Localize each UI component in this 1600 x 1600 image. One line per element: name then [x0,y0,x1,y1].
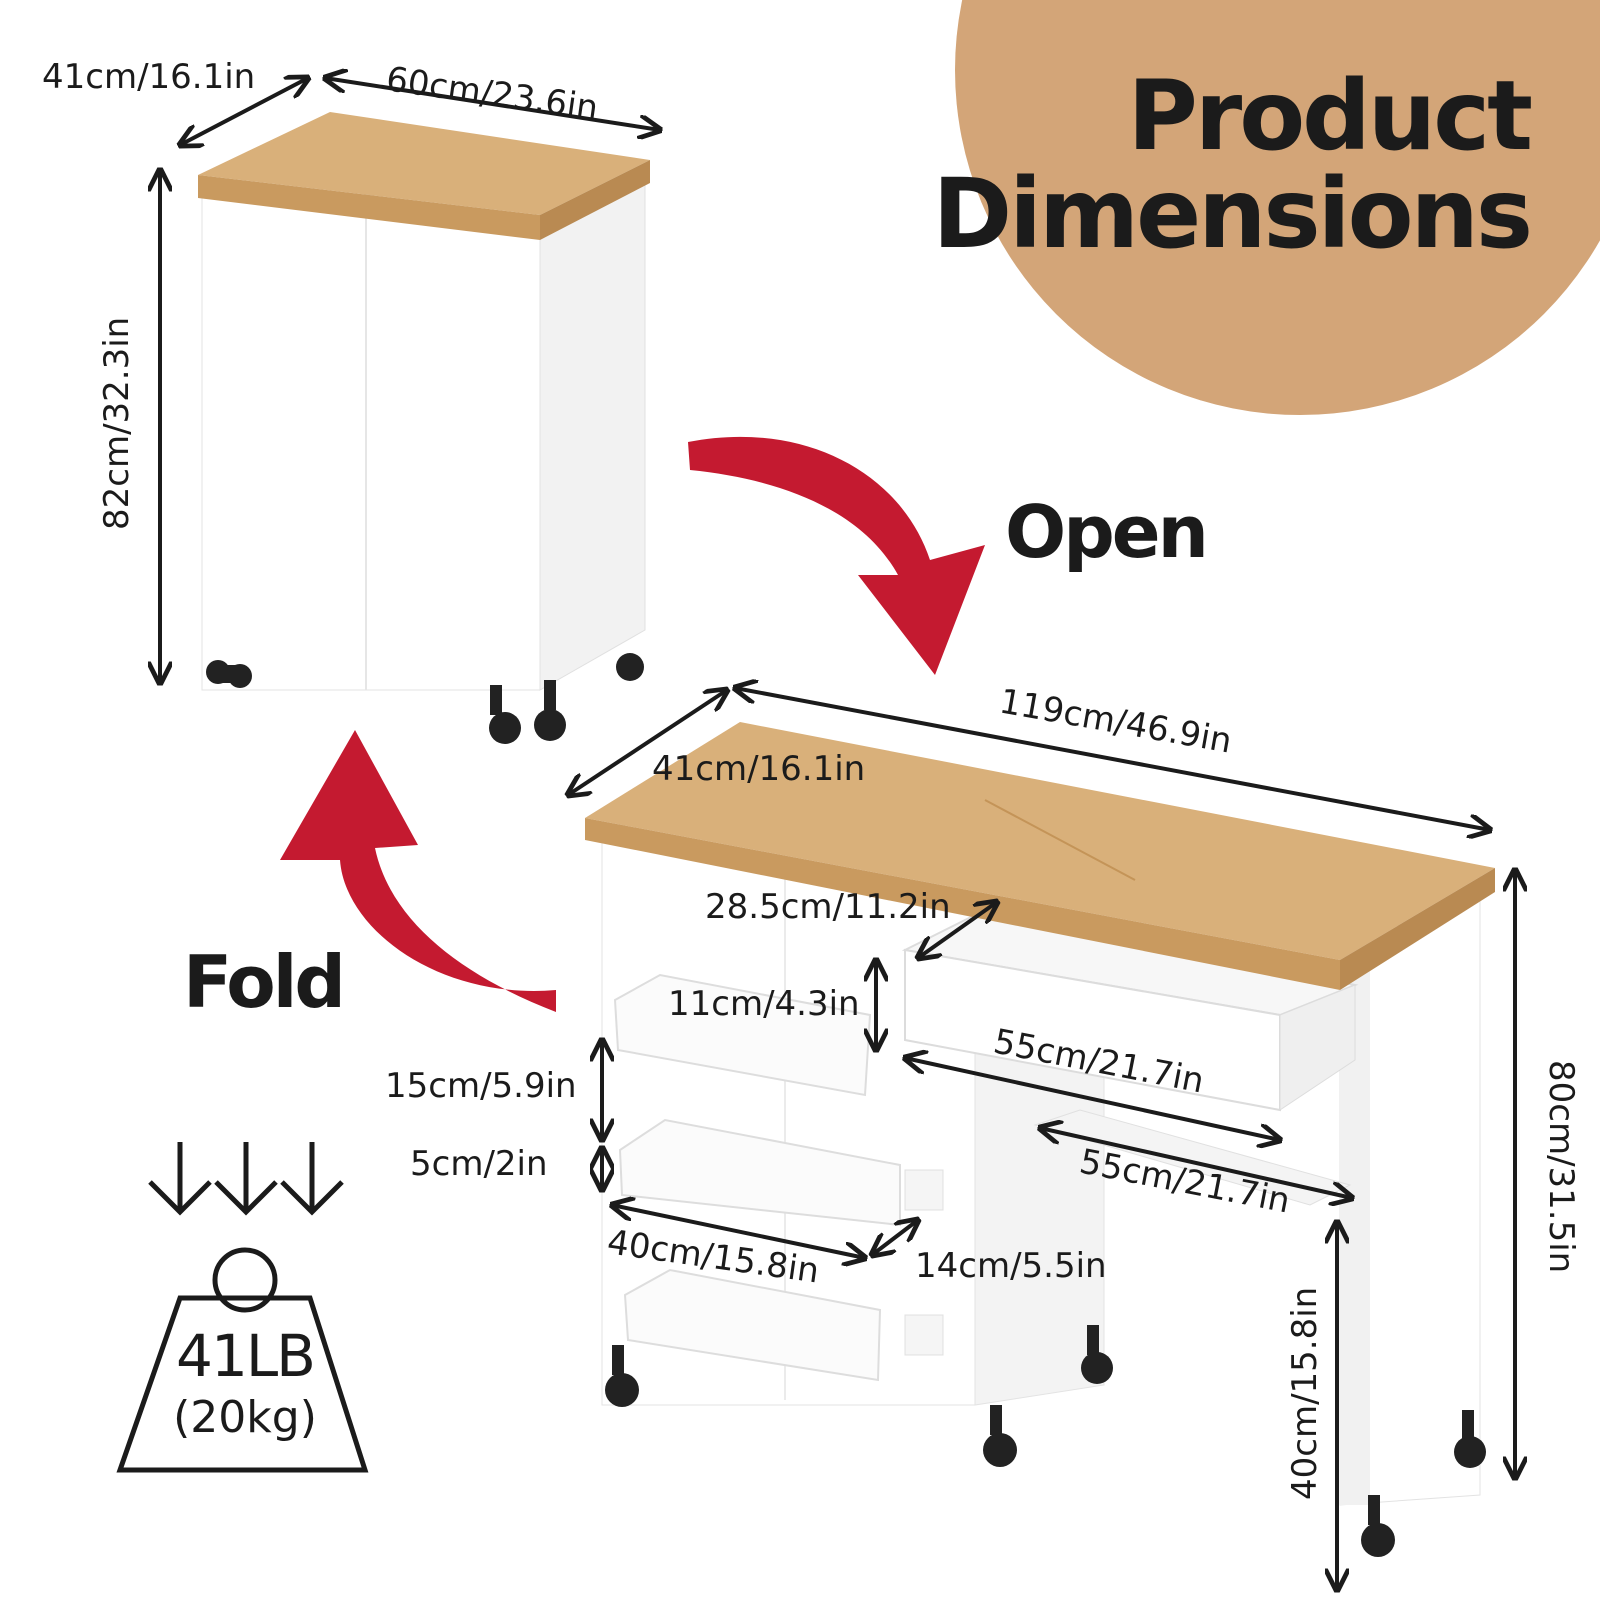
open-label: Open [1005,490,1209,574]
heading-line-1: Product [1127,60,1533,172]
shelf-depth-small-label: 14cm/5.5in [915,1246,1107,1286]
weight-icon [116,1142,369,1473]
shelf-depth-small-line [872,1220,918,1255]
drawer-depth-line [918,902,997,958]
shelf-width-small-line [612,1205,865,1258]
closed-width-label: 60cm/23.6in [384,59,601,128]
open-cabinet [585,722,1495,1557]
open-height-label: 80cm/31.5in [1541,1060,1581,1273]
closed-width-line [325,78,660,130]
open-length-line [735,688,1490,830]
closed-depth-label: 41cm/16.1in [42,57,255,97]
open-depth-line [568,690,727,795]
open-arrow [688,436,985,675]
closed-depth-line [180,78,308,145]
weight-lb: 41LB [176,1322,316,1390]
drawer-height-label: 11cm/4.3in [668,984,860,1024]
accent-circle [955,0,1600,415]
closed-cabinet [198,112,650,744]
heading-line-2: Dimensions [932,158,1533,270]
weight-kg: (20kg) [173,1392,317,1443]
shelf-height-label: 15cm/5.9in [385,1066,577,1106]
fold-label: Fold [183,940,346,1024]
open-length-label: 119cm/46.9in [996,681,1234,761]
open-depth-label: 41cm/16.1in [652,749,865,789]
closed-height-label: 82cm/32.3in [97,317,137,530]
drawer-depth-label: 28.5cm/11.2in [705,887,951,927]
shelf-width-line [1040,1128,1352,1198]
shelf-gap-label: 5cm/2in [410,1144,548,1184]
clearance-label: 40cm/15.8in [1285,1287,1325,1500]
fold-arrow [280,730,556,1012]
